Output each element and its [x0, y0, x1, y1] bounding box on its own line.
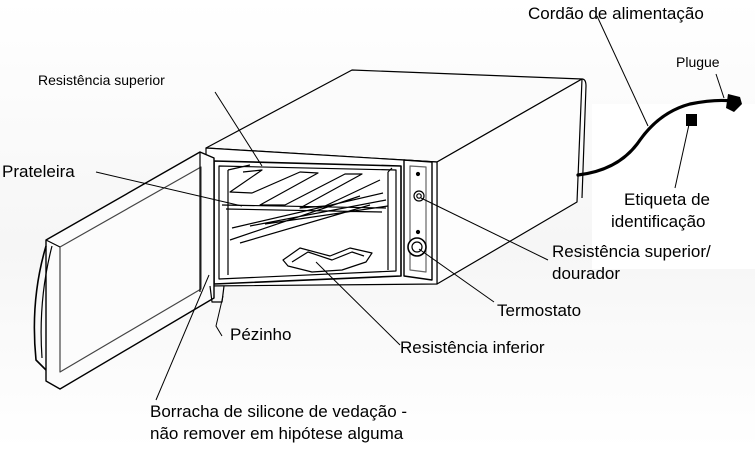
lower-heating-element-shape [282, 247, 373, 273]
thermostat-knob [407, 237, 427, 257]
leader-cord [596, 15, 649, 127]
label-power-cord: Cordão de alimentação [528, 4, 704, 23]
label-browner-line1: Resistência superior/ [552, 242, 711, 261]
leader-thermostat [418, 248, 495, 303]
power-cord [576, 98, 734, 177]
leader-shelf [95, 171, 243, 207]
plug-icon [726, 94, 742, 112]
label-gasket-line1: Borracha de silicone de vedação - [150, 402, 408, 421]
label-gasket-line2: não remover em hipótese alguma [150, 424, 404, 443]
cord-tag [686, 114, 697, 126]
leader-upper-element [214, 91, 263, 167]
label-thermostat: Termostato [497, 301, 582, 320]
label-shelf: Prateleira [2, 162, 75, 181]
leader-lower-element [315, 261, 401, 346]
shelf-shape [221, 192, 389, 244]
upper-heating-element-shape [229, 169, 381, 209]
label-foot: Pézinho [230, 325, 292, 344]
label-id-line1: Etiqueta de [624, 190, 711, 209]
label-id-line2: identificação [611, 212, 706, 231]
leader-gasket [155, 274, 210, 401]
leader-id-label [674, 119, 691, 189]
leader-plug [715, 73, 725, 99]
label-browner-line2: dourador [552, 264, 621, 283]
control-panel [403, 159, 433, 281]
label-upper-heating-element: Resistência superior [38, 72, 165, 88]
oven-foot [209, 285, 225, 303]
leader-foot [215, 295, 224, 337]
door-handle [33, 245, 47, 371]
label-lower-heating-element: Resistência inferior [400, 338, 545, 357]
leader-selector [420, 197, 549, 261]
selector-knob [413, 190, 425, 202]
label-plug: Plugue [676, 54, 720, 70]
